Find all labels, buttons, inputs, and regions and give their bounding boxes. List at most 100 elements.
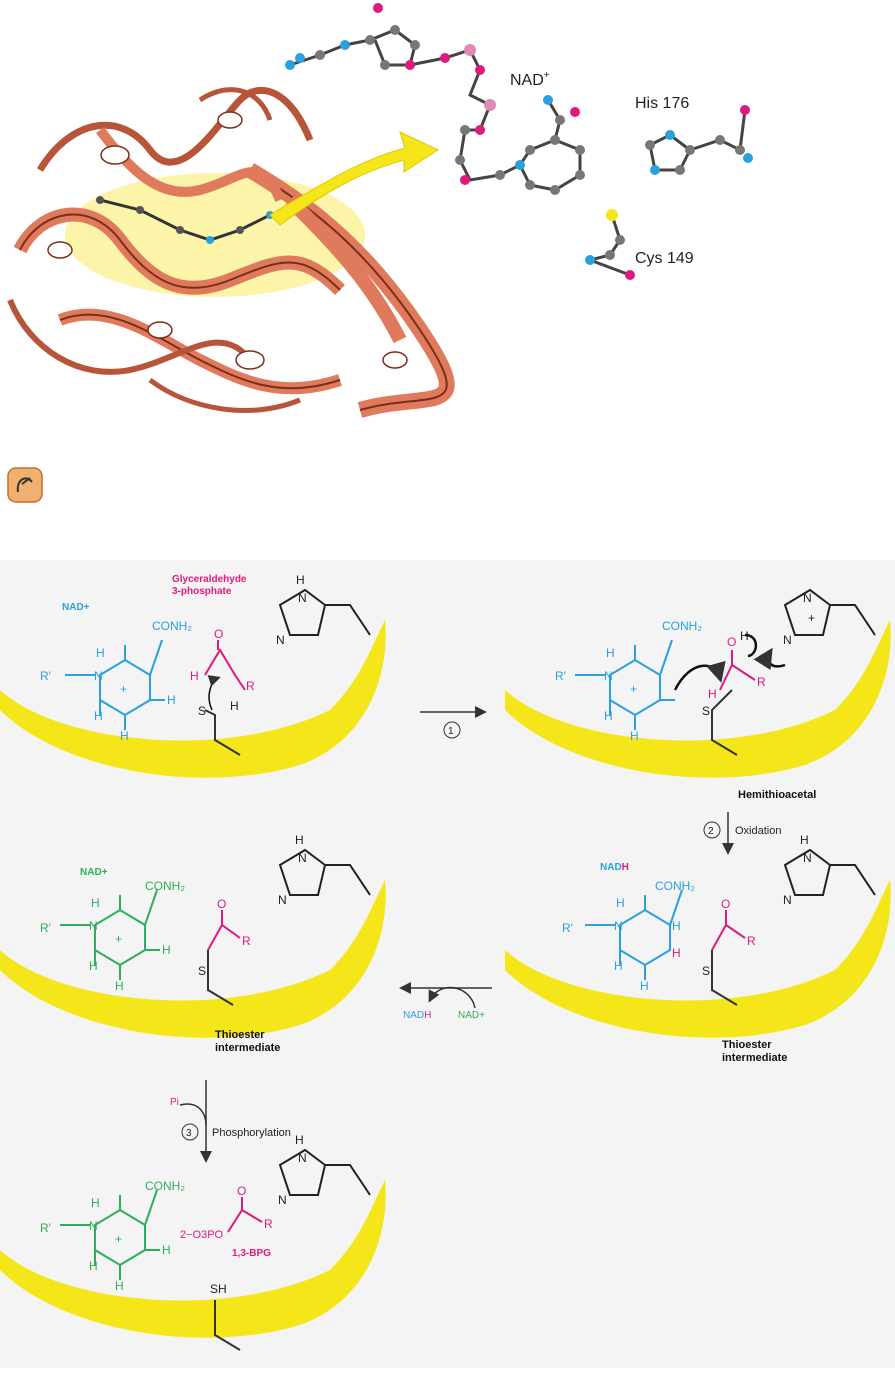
- svg-text:NAD+: NAD+: [80, 867, 108, 878]
- svg-text:R: R: [757, 675, 766, 689]
- state-hemithioacetal: R′ N H CONH₂ H H + H O H R S N N +: [505, 588, 891, 778]
- his-176-molecule: [645, 105, 753, 175]
- svg-text:H: H: [616, 896, 625, 910]
- structure-panel: NAD+ His 176 Cys 149: [0, 0, 895, 560]
- svg-text:N: N: [783, 633, 792, 647]
- step-1-arrow: 1: [420, 706, 487, 739]
- svg-text:H: H: [91, 1196, 100, 1210]
- state-thioester-nadh: NADH R′ N H CONH₂ H H H H O R S H N N: [505, 833, 891, 1038]
- svg-text:O: O: [217, 897, 226, 911]
- svg-text:H: H: [162, 1243, 171, 1257]
- interactive-animation-icon[interactable]: [7, 467, 43, 503]
- svg-text:H: H: [96, 646, 105, 660]
- svg-text:R: R: [246, 679, 255, 693]
- svg-text:Pi: Pi: [170, 1097, 179, 1108]
- svg-text:NAD+: NAD+: [458, 1010, 485, 1021]
- mechanism-panel: Glyceraldehyde 3-phosphate NAD+ R′ N H C…: [0, 560, 895, 1368]
- state-initial: Glyceraldehyde 3-phosphate NAD+ R′ N H C…: [0, 573, 386, 778]
- svg-text:S: S: [702, 704, 710, 718]
- svg-text:H: H: [630, 729, 639, 743]
- thioester-label-left-1: Thioester: [215, 1029, 265, 1041]
- svg-text:S: S: [198, 964, 206, 978]
- svg-text:Phosphorylation: Phosphorylation: [212, 1127, 291, 1139]
- svg-text:+: +: [120, 682, 127, 696]
- svg-text:CONH₂: CONH₂: [145, 879, 185, 893]
- svg-text:H: H: [614, 959, 623, 973]
- svg-text:H: H: [230, 699, 239, 713]
- svg-text:R′: R′: [40, 921, 52, 935]
- svg-text:S: S: [702, 964, 710, 978]
- svg-text:H: H: [640, 979, 649, 993]
- svg-text:H: H: [604, 709, 613, 723]
- svg-text:N: N: [89, 1219, 98, 1233]
- svg-text:R′: R′: [562, 921, 574, 935]
- svg-text:NADH: NADH: [600, 862, 629, 873]
- thioester-label-left-2: intermediate: [215, 1042, 280, 1054]
- svg-text:H: H: [162, 943, 171, 957]
- svg-text:R′: R′: [40, 669, 52, 683]
- nad-molecule: [285, 3, 585, 195]
- svg-text:CONH₂: CONH₂: [655, 879, 695, 893]
- svg-text:H: H: [120, 729, 129, 743]
- svg-text:H: H: [91, 896, 100, 910]
- svg-text:H: H: [94, 709, 103, 723]
- svg-text:H: H: [295, 833, 304, 847]
- svg-text:2: 2: [708, 826, 714, 837]
- svg-text:N: N: [614, 919, 623, 933]
- svg-text:R: R: [747, 934, 756, 948]
- state-thioester-nad: NAD+ R′ N H CONH₂ H H H + O R S H N N: [0, 833, 386, 1038]
- svg-text:H: H: [167, 693, 176, 707]
- svg-text:+: +: [115, 932, 122, 946]
- svg-text:N: N: [803, 851, 812, 865]
- nad-label: NAD+: [510, 70, 550, 89]
- svg-text:CONH₂: CONH₂: [145, 1179, 185, 1193]
- svg-text:R: R: [242, 934, 251, 948]
- svg-text:H: H: [190, 669, 199, 683]
- svg-text:CONH₂: CONH₂: [152, 619, 192, 633]
- svg-text:N: N: [604, 669, 613, 683]
- cys-149-label: Cys 149: [635, 250, 694, 267]
- yellow-band: [0, 620, 386, 778]
- svg-text:+: +: [630, 682, 637, 696]
- svg-text:N: N: [783, 893, 792, 907]
- his-176-label: His 176: [635, 95, 689, 112]
- svg-text:N: N: [298, 591, 307, 605]
- svg-text:H: H: [115, 979, 124, 993]
- nad-exchange-arrow: NADH NAD+: [399, 982, 492, 1021]
- svg-text:NADH: NADH: [403, 1010, 431, 1021]
- mechanism-diagram: Glyceraldehyde 3-phosphate NAD+ R′ N H C…: [0, 573, 891, 1351]
- helix-accents: [47, 111, 408, 370]
- hemithioacetal-label: Hemithioacetal: [738, 789, 816, 801]
- zoom-arrow: [269, 131, 440, 226]
- svg-text:1,3-BPG: 1,3-BPG: [232, 1248, 271, 1259]
- svg-text:SH: SH: [210, 1282, 227, 1296]
- glyceraldehyde-label-2: 3-phosphate: [172, 586, 232, 597]
- cys-149-molecule: [584, 209, 635, 280]
- svg-text:O: O: [721, 897, 730, 911]
- nad-ring: [65, 639, 165, 730]
- step-2-arrow: 2 Oxidation: [703, 812, 781, 855]
- svg-text:H: H: [800, 833, 809, 847]
- svg-text:N: N: [278, 1193, 287, 1207]
- svg-text:1: 1: [448, 726, 454, 737]
- nad-plus-label: NAD+: [62, 602, 90, 613]
- svg-text:R′: R′: [555, 669, 567, 683]
- svg-text:O: O: [237, 1184, 246, 1198]
- svg-text:N: N: [276, 633, 285, 647]
- svg-text:H: H: [296, 573, 305, 587]
- svg-text:H: H: [295, 1133, 304, 1147]
- svg-text:R′: R′: [40, 1221, 52, 1235]
- svg-text:+: +: [115, 1232, 122, 1246]
- protein-structure-figure: NAD+ His 176 Cys 149: [7, 3, 753, 503]
- protein-ribbon: [7, 87, 455, 418]
- svg-text:O: O: [727, 635, 736, 649]
- state-product: R′ N H CONH₂ H H H + 2−O3PO O R 1,3-BPG …: [0, 1133, 386, 1351]
- svg-text:H: H: [740, 629, 749, 643]
- thioester-label-right-1: Thioester: [722, 1039, 772, 1051]
- svg-text:2−O3PO: 2−O3PO: [180, 1229, 224, 1241]
- svg-text:O: O: [214, 627, 223, 641]
- svg-text:N: N: [803, 591, 812, 605]
- svg-text:N: N: [298, 1151, 307, 1165]
- svg-text:H: H: [606, 646, 615, 660]
- svg-text:3: 3: [186, 1128, 192, 1139]
